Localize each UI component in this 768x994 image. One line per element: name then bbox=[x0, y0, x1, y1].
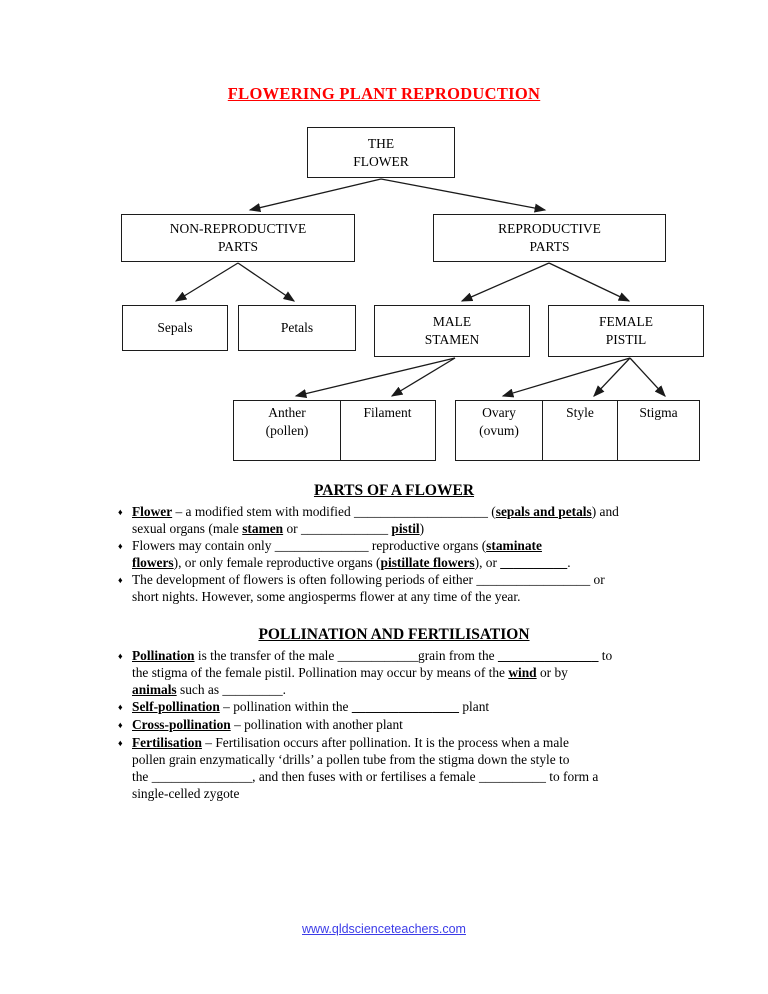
bullet-diamond-icon: ♦ bbox=[118, 575, 123, 585]
section-heading: POLLINATION AND FERTILISATION bbox=[258, 626, 530, 643]
text-segment: . bbox=[567, 555, 571, 570]
bullet-diamond-icon: ♦ bbox=[118, 507, 123, 517]
text-segment: __________ bbox=[500, 555, 568, 570]
flow-diagram: THE FLOWER NON-REPRODUCTIVE PARTS REPROD… bbox=[0, 0, 768, 470]
node-stigma: Stigma bbox=[617, 400, 700, 461]
bullet-diamond-icon: ♦ bbox=[118, 651, 123, 661]
bullet-item: ♦ Fertilisation – Fertilisation occurs af… bbox=[118, 734, 670, 802]
text-segment: – Fertilisation occurs after pollination… bbox=[201, 735, 569, 750]
worksheet-text: PARTS OF A FLOWER ♦ Flower – a modified st… bbox=[118, 482, 670, 802]
text-segment: ) bbox=[419, 521, 425, 536]
text-segment: ), or bbox=[474, 555, 501, 570]
text-segment: such as _________. bbox=[176, 682, 287, 697]
node-style: Style bbox=[541, 400, 619, 461]
text-segment: ) and bbox=[591, 504, 619, 519]
bullet-diamond-icon: ♦ bbox=[118, 738, 123, 748]
node-non-reproductive: NON-REPRODUCTIVE PARTS bbox=[121, 214, 355, 262]
text-segment: ________________ bbox=[351, 699, 459, 714]
bullet-diamond-icon: ♦ bbox=[118, 720, 123, 730]
bullet-item: ♦ Cross-pollination – pollination with an… bbox=[118, 716, 670, 734]
bullet-text: Cross-pollination – pollination with ano… bbox=[132, 716, 670, 733]
text-segment: Flower bbox=[132, 504, 173, 519]
page-footer: www.qldscienceteachers.com bbox=[0, 920, 768, 938]
text-segment: the stigma of the female pistil. Pollina… bbox=[132, 665, 509, 680]
text-segment: stamen bbox=[242, 521, 284, 536]
text-segment: – a modified stem with modified ________… bbox=[172, 504, 496, 519]
bullet-item: ♦ Self-pollination – pollination within t… bbox=[118, 698, 670, 716]
node-male-stamen: MALE STAMEN bbox=[374, 305, 530, 357]
footer-link[interactable]: www.qldscienceteachers.com bbox=[302, 922, 466, 936]
text-segment: staminate bbox=[486, 538, 542, 553]
text-segment: single-celled zygote bbox=[132, 786, 240, 801]
section-heading: PARTS OF A FLOWER bbox=[313, 482, 475, 499]
node-filament: Filament bbox=[339, 400, 436, 461]
text-segment: Pollination bbox=[132, 648, 195, 663]
text-segment: ), or only female reproductive organs ( bbox=[173, 555, 381, 570]
bullet-text: Fertilisation – Fertilisation occurs aft… bbox=[132, 734, 670, 802]
node-reproductive: REPRODUCTIVE PARTS bbox=[433, 214, 666, 262]
text-segment: flowers bbox=[132, 555, 174, 570]
bullet-item: ♦ Pollination is the transfer of the male… bbox=[118, 647, 670, 698]
text-segment: Fertilisation bbox=[132, 735, 202, 750]
text-segment: to bbox=[598, 648, 613, 663]
bullet-text: The development of flowers is often foll… bbox=[132, 571, 670, 605]
node-female-pistil: FEMALE PISTIL bbox=[548, 305, 704, 357]
text-segment: pollen grain enzymatically ‘drills’ a po… bbox=[132, 752, 570, 767]
bullet-text: Flowers may contain only ______________ … bbox=[132, 537, 670, 571]
text-segment: pistil bbox=[391, 521, 420, 536]
text-segment: plant bbox=[458, 699, 490, 714]
text-segment: or by bbox=[536, 665, 568, 680]
text-segment: pistillate flowers bbox=[380, 555, 475, 570]
text-segment: Flowers may contain only ______________ … bbox=[132, 538, 487, 553]
text-segment: _______________ bbox=[497, 648, 599, 663]
text-segment: Self-pollination bbox=[132, 699, 220, 714]
text-segment: is the transfer of the male ____________… bbox=[194, 648, 498, 663]
text-segment: sexual organs (male bbox=[132, 521, 243, 536]
text-segment: short nights. However, some angiosperms … bbox=[132, 589, 521, 604]
node-anther: Anther (pollen) bbox=[233, 400, 341, 461]
text-segment: The development of flowers is often foll… bbox=[132, 572, 605, 587]
node-sepals: Sepals bbox=[122, 305, 228, 351]
node-ovary: Ovary (ovum) bbox=[455, 400, 543, 461]
text-segment: – pollination with another plant bbox=[230, 717, 403, 732]
node-the-flower: THE FLOWER bbox=[307, 127, 455, 178]
text-segment: or _____________ bbox=[283, 521, 392, 536]
page-title: FLOWERING PLANT REPRODUCTION bbox=[227, 84, 541, 103]
text-segment: Cross-pollination bbox=[132, 717, 231, 732]
bullet-text: Flower – a modified stem with modified _… bbox=[132, 503, 670, 537]
bullet-item: ♦ Flower – a modified stem with modified … bbox=[118, 503, 670, 537]
text-segment: – pollination within the bbox=[219, 699, 352, 714]
text-segment: the _______________, and then fuses with… bbox=[132, 769, 599, 784]
bullet-diamond-icon: ♦ bbox=[118, 541, 123, 551]
bullet-item: ♦ The development of flowers is often fol… bbox=[118, 571, 670, 605]
node-petals: Petals bbox=[238, 305, 356, 351]
text-segment: animals bbox=[132, 682, 177, 697]
text-segment: sepals and petals bbox=[495, 504, 592, 519]
bullet-text: Pollination is the transfer of the male … bbox=[132, 647, 670, 698]
bullet-diamond-icon: ♦ bbox=[118, 702, 123, 712]
bullet-item: ♦ Flowers may contain only ______________… bbox=[118, 537, 670, 571]
text-segment: wind bbox=[508, 665, 537, 680]
bullet-text: Self-pollination – pollination within th… bbox=[132, 698, 670, 715]
